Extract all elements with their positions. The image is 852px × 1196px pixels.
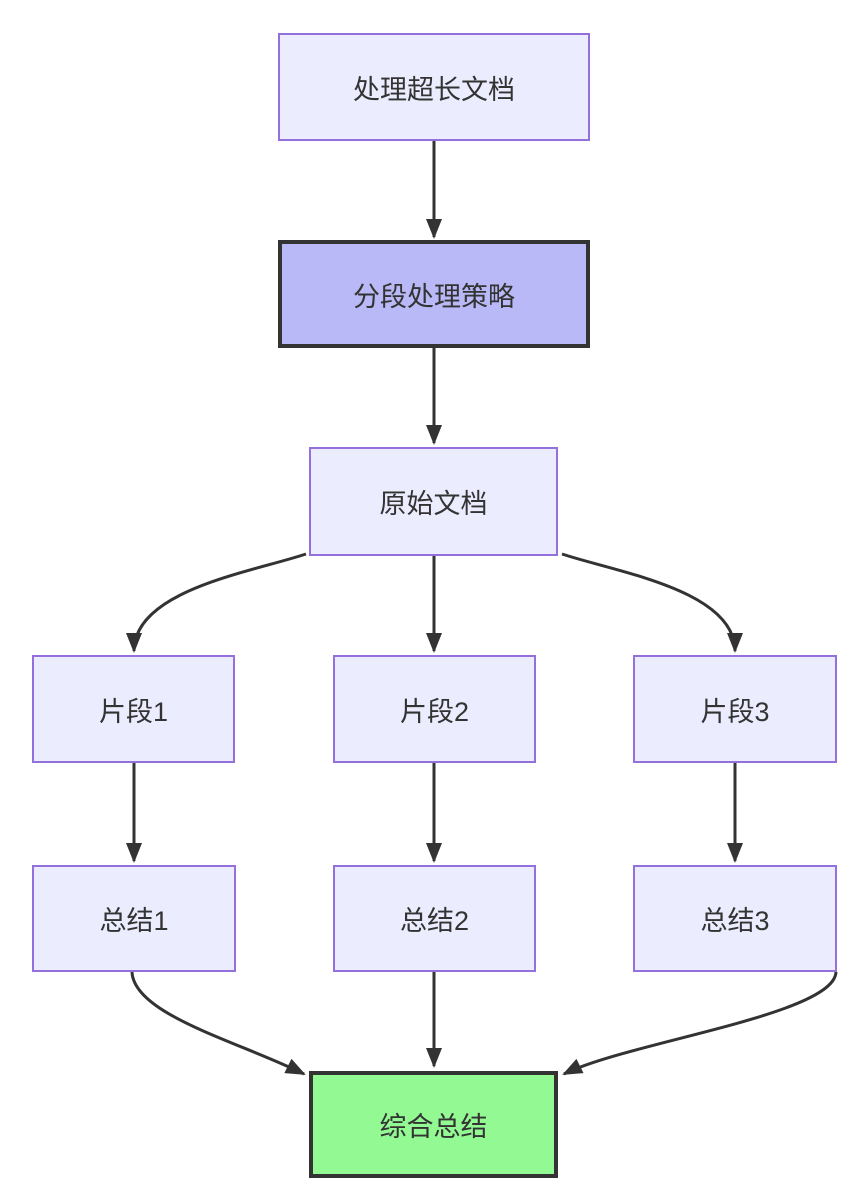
node-label: 片段2 [399,696,470,727]
node-label: 总结2 [399,906,470,936]
node-final: 综合总结 [309,1071,558,1178]
node-summary2: 总结2 [333,865,536,972]
node-label: 总结3 [700,906,770,936]
node-label: 分段处理策略 [353,281,515,312]
edge-summary3-final [562,971,838,1076]
node-process: 处理超长文档 [278,33,590,141]
edge-source-segment3 [561,552,743,653]
node-segment3: 片段3 [633,655,837,763]
node-label: 片段1 [98,696,169,727]
node-label: 总结1 [99,906,169,936]
node-segment1: 片段1 [32,655,235,763]
node-source: 原始文档 [309,447,558,556]
node-label: 原始文档 [379,489,488,519]
node-summary1: 总结1 [32,865,236,972]
node-label: 片段3 [700,696,770,727]
node-segment2: 片段2 [333,655,536,763]
node-strategy: 分段处理策略 [278,240,590,348]
edge-source-segment1 [126,552,307,653]
node-label: 综合总结 [379,1112,488,1142]
edge-summary1-final [130,971,306,1076]
node-label: 处理超长文档 [353,74,515,105]
node-summary3: 总结3 [633,865,837,972]
